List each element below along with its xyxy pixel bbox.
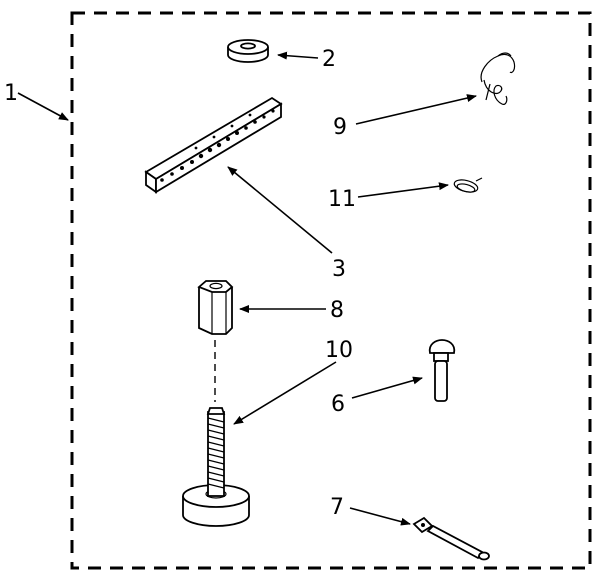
- callout-6: 6: [331, 376, 423, 417]
- callout-label-7: 7: [330, 495, 344, 520]
- leader-line-3: [227, 166, 333, 254]
- leader-line-7: [349, 507, 411, 526]
- bracket-holes: [160, 109, 275, 182]
- hook-part: [480, 52, 516, 105]
- thread-marks: [207, 417, 225, 489]
- leader-line-11: [357, 182, 449, 198]
- callout-label-1: 1: [4, 81, 18, 106]
- callout-1: 1: [4, 81, 69, 121]
- callout-label-9: 9: [333, 115, 347, 140]
- callout-label-10: 10: [325, 338, 353, 363]
- leveling-leg-part: [182, 407, 250, 527]
- callout-8: 8: [239, 298, 344, 323]
- callout-label-11: 11: [328, 187, 356, 212]
- callout-7: 7: [330, 495, 411, 526]
- leader-line-2: [277, 51, 319, 60]
- bracket-part: [144, 96, 283, 194]
- clip-part: [453, 177, 483, 193]
- kit-boundary: [70, 11, 592, 570]
- leader-line-1: [17, 92, 69, 121]
- callout-3: 3: [227, 166, 346, 282]
- washer-part: [227, 39, 269, 63]
- leader-line-6: [351, 376, 423, 399]
- callout-10: 10: [233, 338, 353, 425]
- bolt-part: [428, 339, 456, 402]
- leader-line-10: [233, 361, 337, 425]
- coupling-nut-part: [197, 280, 234, 335]
- cable-tie-part: [412, 516, 490, 561]
- callout-label-8: 8: [330, 298, 344, 323]
- callout-2: 2: [277, 47, 336, 72]
- callout-11: 11: [328, 182, 449, 212]
- callout-label-6: 6: [331, 392, 345, 417]
- callout-label-3: 3: [332, 257, 346, 282]
- leader-line-9: [355, 94, 477, 125]
- callout-9: 9: [333, 94, 477, 140]
- callout-label-2: 2: [322, 47, 336, 72]
